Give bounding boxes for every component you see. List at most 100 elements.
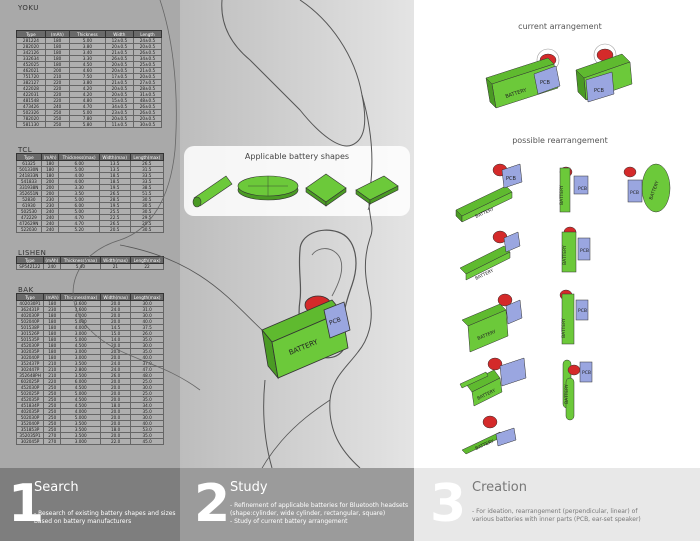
svg-text:PCB: PCB: [630, 190, 639, 196]
rearrange-5: [461, 415, 517, 455]
rearrange-10: [565, 377, 575, 421]
svg-text:PCB: PCB: [580, 248, 589, 254]
rearrange-3: [461, 293, 523, 353]
svg-text:PCB: PCB: [594, 88, 605, 94]
rearrange-8: [559, 289, 589, 345]
table-cell: 240: [42, 263, 62, 270]
table-cell: 30±0.5: [132, 121, 163, 128]
svg-text:BATTERY: BATTERY: [562, 245, 568, 265]
table-cell: 45.0: [130, 438, 164, 445]
rearrange-11: [623, 163, 671, 213]
svg-text:BATTERY: BATTERY: [559, 185, 565, 205]
step-2-title: Study: [230, 480, 268, 495]
shape-square-icon: [305, 173, 347, 207]
rearrange-4: [459, 357, 527, 407]
table-cell: 270: [43, 438, 62, 445]
brand-bak: BAK: [18, 286, 34, 294]
brand-tcl: TCL: [18, 146, 33, 154]
current-arrangement-2: PCB: [575, 43, 633, 103]
tcl-table: Type(mAh)Thickness(max)Width(max)Length(…: [16, 153, 165, 233]
svg-text:PCB: PCB: [578, 308, 587, 314]
step-1-number: 1: [8, 474, 45, 534]
shape-wide-cylinder-icon: [237, 175, 299, 201]
table-cell: 522030: [16, 226, 42, 233]
bak-table: Type(mAh)Thickness(max)Width(max)Length(…: [15, 293, 164, 445]
rearrange-1: PCB: [455, 163, 523, 223]
svg-text:BATTERY: BATTERY: [564, 384, 570, 404]
step-3-desc: - For ideation, rearrangement (perpendic…: [472, 508, 641, 523]
brand-lishen: LISHEN: [18, 249, 47, 257]
rearrange-6: [559, 166, 589, 213]
step-1-title: Search: [34, 480, 79, 495]
possible-rearrangement-title: possible rearrangement: [512, 136, 608, 145]
rearrange-7: [561, 226, 591, 273]
head-outline: [221, 0, 366, 147]
jaw-neck-outline: [329, 237, 372, 469]
svg-text:PCB: PCB: [540, 80, 551, 86]
shape-cylinder-icon: [192, 175, 233, 208]
shape-rectangular-icon: [355, 175, 399, 205]
table-cell: 22.0: [100, 438, 132, 445]
step-2-bar: 2 Study - Refinement of applicable batte…: [180, 468, 414, 541]
table-cell: 5.20: [58, 226, 100, 233]
step-1-bar: 1 Search - Research of existing battery …: [0, 468, 180, 541]
pcb-icon: [323, 301, 351, 339]
step-1-desc: - Research of existing battery shapes an…: [34, 510, 176, 525]
step-2-number: 2: [194, 474, 231, 534]
current-arrangement-title: current arrangement: [518, 22, 602, 31]
step-3-bar: 3 Creation - For ideation, rearrangement…: [414, 468, 700, 541]
current-arrangement-1: BATTERY PCB: [485, 48, 561, 109]
hair-line: [72, 0, 201, 391]
svg-text:PCB: PCB: [506, 176, 517, 182]
step-2-desc: - Refinement of applicable batteries for…: [230, 502, 409, 525]
study-panel: [180, 0, 414, 541]
table-cell: 21: [99, 263, 132, 270]
face-outline: [361, 94, 373, 239]
table-cell: 22: [130, 263, 164, 270]
rearrange-2: [459, 230, 521, 281]
applicable-shapes-title: Applicable battery shapes: [244, 152, 350, 161]
lishen-table: Type(mAh)Thickness(max)Width(max)Length(…: [16, 256, 164, 270]
svg-text:PCB: PCB: [578, 186, 587, 192]
table-cell: 30.5: [129, 226, 165, 233]
brand-yoku: YOKU: [18, 4, 39, 12]
table-cell: 250: [44, 121, 70, 128]
svg-text:BATTERY: BATTERY: [561, 318, 567, 338]
creation-panel: [414, 0, 700, 541]
svg-text:PCB: PCB: [582, 370, 591, 376]
step-3-number: 3: [430, 474, 467, 534]
neck-back-outline: [263, 379, 273, 469]
